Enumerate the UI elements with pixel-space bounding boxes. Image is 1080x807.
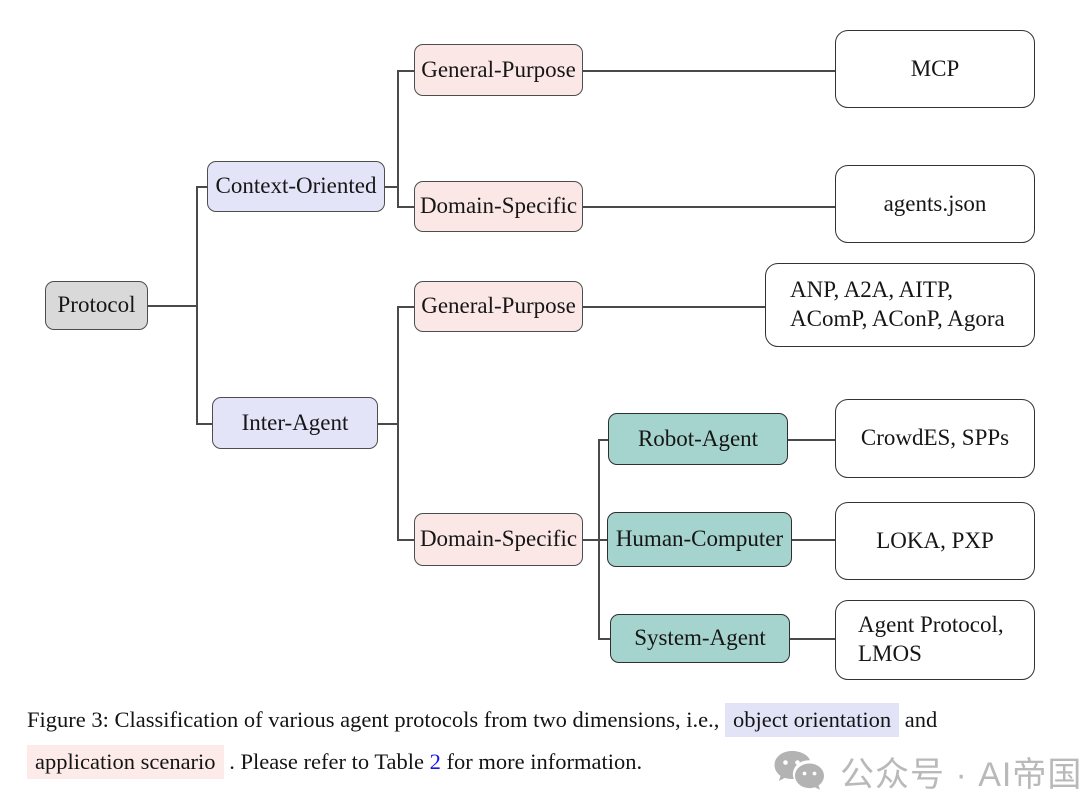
leaf-agent-protocol-line1: Agent Protocol, — [858, 612, 1004, 638]
node-domain-specific-inter-label: Domain-Specific — [419, 526, 578, 552]
figure-caption-line2: application scenario . Please refer to T… — [27, 745, 643, 779]
connector-to-human-computer — [598, 539, 607, 541]
table-2-link[interactable]: 2 — [429, 749, 441, 774]
leaf-loka-label: LOKA, PXP — [876, 527, 994, 553]
connector-to-robot-agent — [598, 439, 608, 441]
leaf-loka: LOKA, PXP — [835, 502, 1035, 580]
connector-system-agentprotocol — [790, 638, 835, 640]
caption-highlight-application-scenario: application scenario — [27, 745, 224, 779]
connector-robot-crowdes — [788, 439, 835, 441]
leaf-agents-json: agents.json — [835, 165, 1035, 243]
caption-text-3: . Please refer to Table — [229, 749, 424, 774]
connector-ds-agentsjson — [583, 206, 835, 208]
node-inter-agent-label: Inter-Agent — [241, 409, 349, 435]
figure-caption-line1: Figure 3: Classification of various agen… — [27, 703, 938, 737]
leaf-crowdes-label: CrowdES, SPPs — [860, 425, 1010, 451]
leaf-agent-protocol: Agent Protocol, LMOS — [835, 600, 1035, 680]
node-domain-specific-context: Domain-Specific — [414, 181, 583, 232]
connector-inter-trunk — [378, 423, 397, 425]
connector-to-system-agent — [598, 638, 610, 640]
leaf-crowdes: CrowdES, SPPs — [835, 399, 1035, 478]
connector-trunk-level1 — [196, 186, 198, 423]
connector-to-general-purpose-inter — [397, 306, 414, 308]
node-robot-agent: Robot-Agent — [608, 413, 788, 465]
watermark-text: 公众号 · AI帝国 — [840, 756, 1080, 794]
connector-gp-anp — [583, 306, 765, 308]
leaf-agent-protocol-line2: LMOS — [858, 641, 922, 666]
node-system-agent: System-Agent — [610, 614, 790, 663]
node-general-purpose-inter-label: General-Purpose — [421, 293, 576, 319]
leaf-anp-group: ANP, A2A, AITP, AComP, AConP, Agora — [765, 263, 1035, 347]
node-context-oriented-label: Context-Oriented — [215, 173, 377, 199]
node-general-purpose-inter: General-Purpose — [414, 281, 583, 332]
connector-trunk-domain-children — [598, 439, 600, 638]
node-human-computer: Human-Computer — [607, 512, 792, 567]
connector-trunk-inter-children — [397, 306, 399, 539]
connector-human-loka — [792, 539, 835, 541]
connector-to-domain-specific-inter — [397, 539, 414, 541]
connector-gp-mcp — [583, 70, 835, 72]
wechat-icon — [774, 750, 824, 790]
caption-text-2: and — [904, 707, 938, 732]
caption-text-4: for more information. — [446, 749, 643, 774]
connector-protocol-trunk — [148, 305, 196, 307]
leaf-anp-group-label: ANP, A2A, AITP, AComP, AConP, Agora — [766, 276, 1005, 334]
watermark: 公众号 · AI帝国 — [773, 747, 1080, 796]
leaf-mcp: MCP — [835, 30, 1035, 108]
connector-to-inter-agent — [196, 423, 212, 425]
caption-text-1: Figure 3: Classification of various agen… — [27, 707, 720, 732]
connector-to-general-purpose-context — [397, 70, 414, 72]
caption-highlight-object-orientation: object orientation — [725, 703, 900, 737]
node-context-oriented: Context-Oriented — [207, 161, 385, 212]
connector-context-trunk — [385, 186, 397, 188]
leaf-agent-protocol-label: Agent Protocol, LMOS — [836, 611, 1004, 669]
node-domain-specific-context-label: Domain-Specific — [419, 193, 578, 219]
node-domain-specific-inter: Domain-Specific — [414, 513, 583, 566]
node-inter-agent: Inter-Agent — [212, 397, 378, 449]
node-general-purpose-context-label: General-Purpose — [421, 56, 576, 82]
node-human-computer-label: Human-Computer — [615, 526, 784, 552]
connector-ds2-trunk — [583, 539, 598, 541]
connector-trunk-context-children — [397, 70, 399, 206]
leaf-mcp-label: MCP — [910, 55, 960, 81]
leaf-anp-line2: AComP, AConP, Agora — [790, 306, 1005, 331]
node-protocol-label: Protocol — [57, 292, 136, 318]
leaf-anp-line1: ANP, A2A, AITP, — [790, 277, 953, 303]
node-system-agent-label: System-Agent — [634, 625, 766, 651]
connector-to-domain-specific-context — [397, 206, 414, 208]
leaf-agents-json-label: agents.json — [883, 190, 987, 216]
node-robot-agent-label: Robot-Agent — [637, 425, 759, 451]
connector-to-context-oriented — [196, 186, 207, 188]
node-protocol: Protocol — [45, 281, 148, 330]
node-general-purpose-context: General-Purpose — [414, 44, 583, 96]
